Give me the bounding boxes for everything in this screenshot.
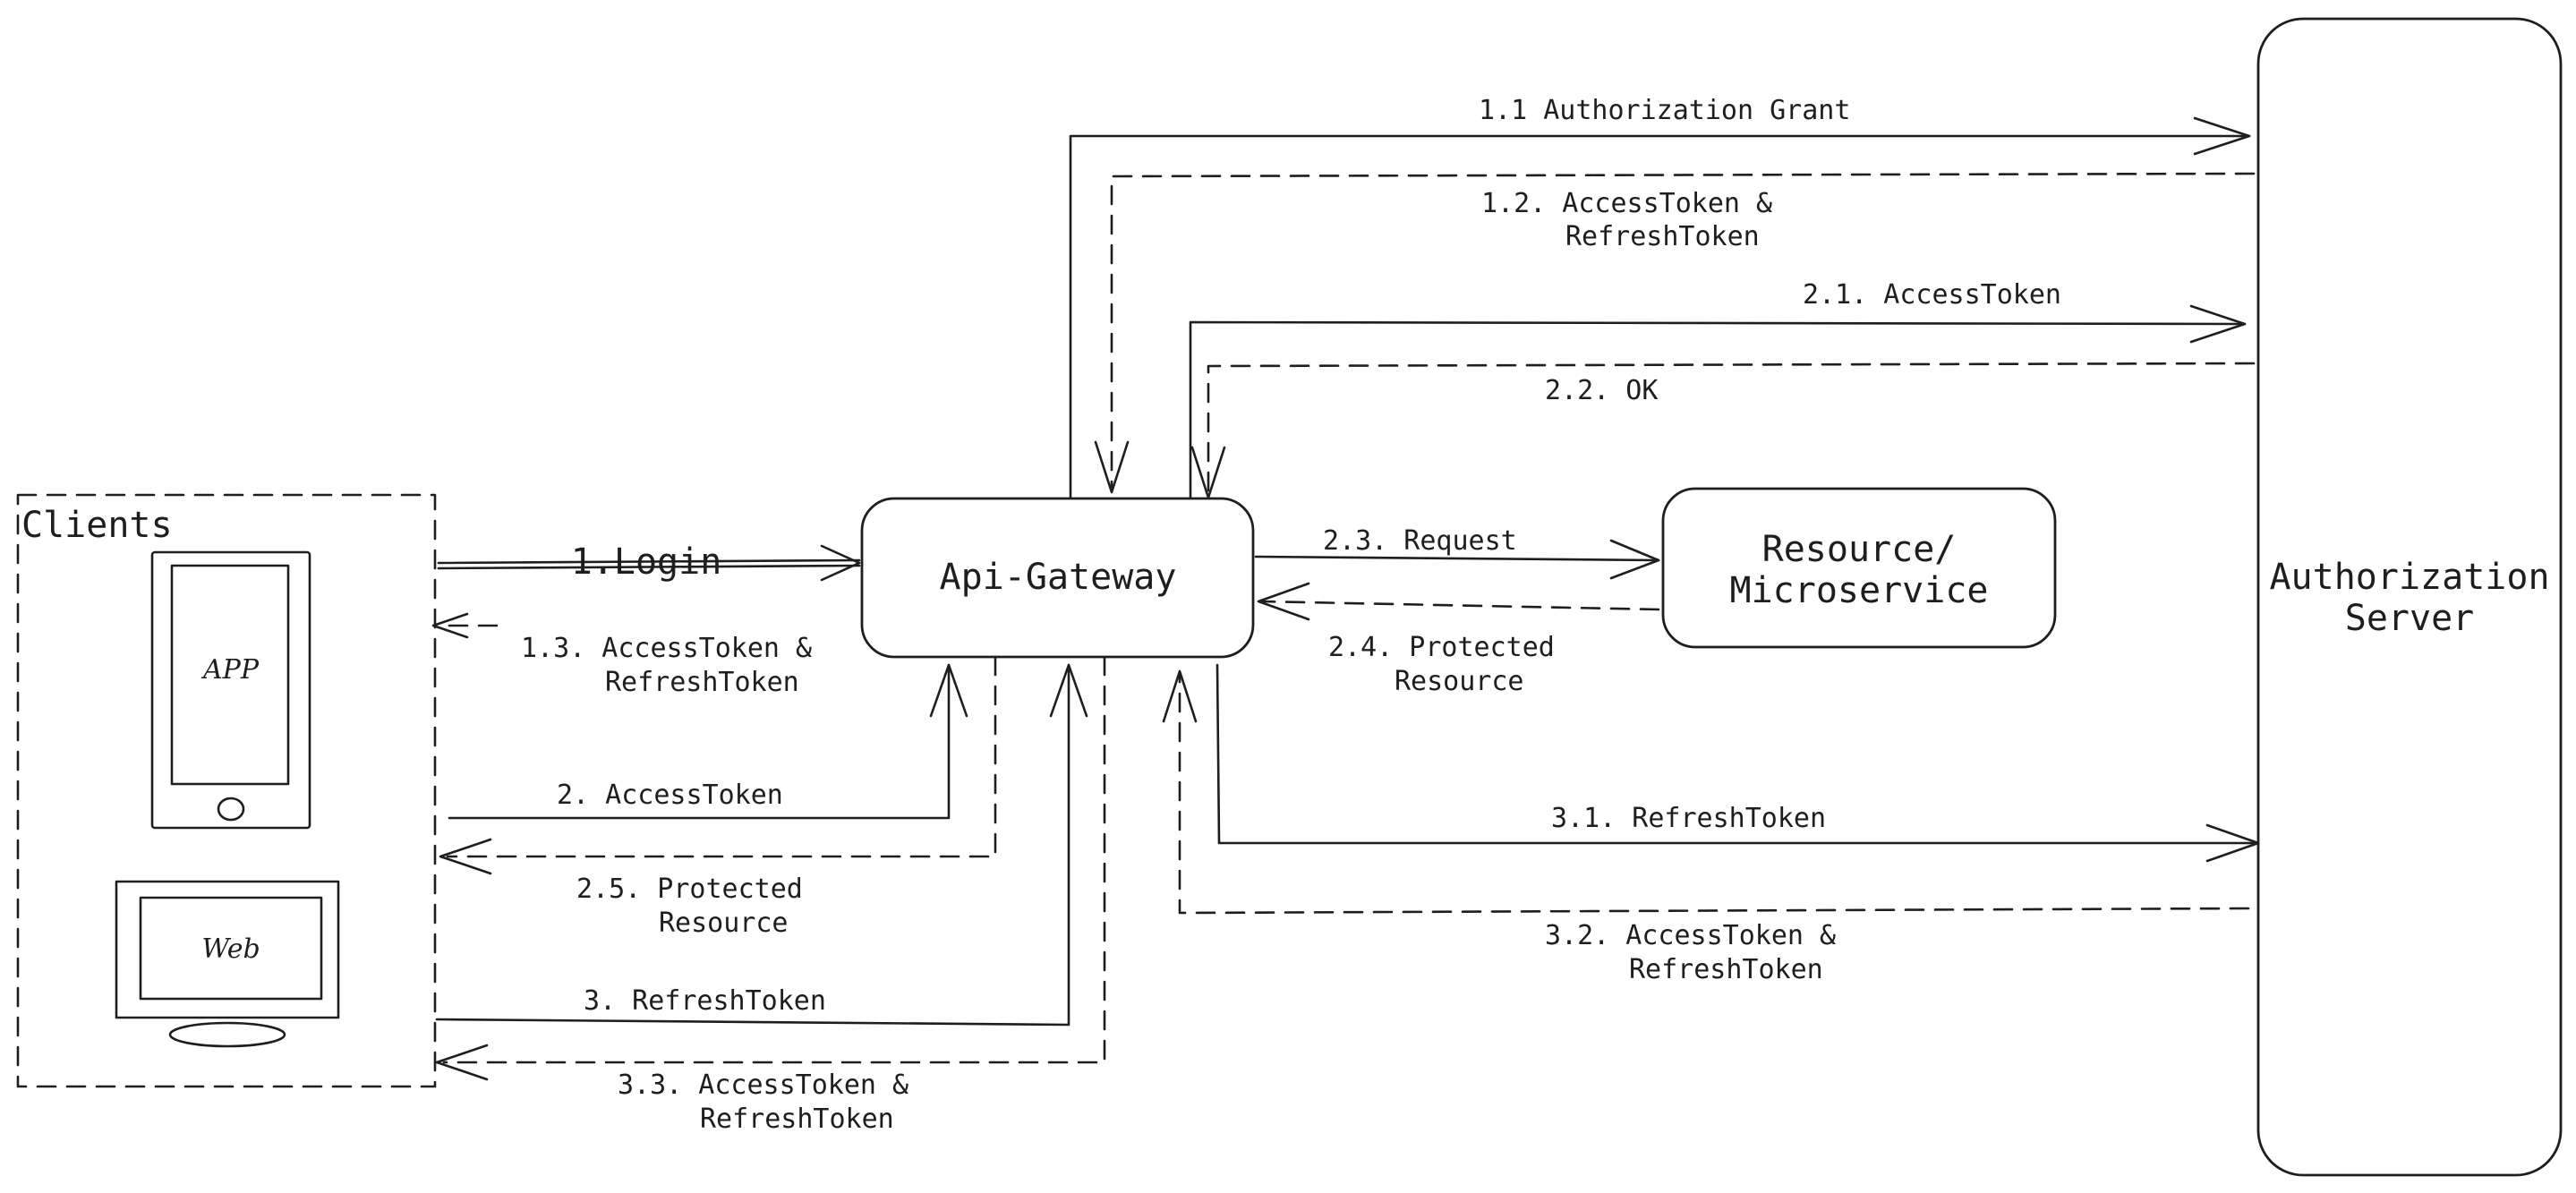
- arrowhead: [1094, 440, 1130, 494]
- flow-3-3-label-1: 3.3. AccessToken &: [618, 1069, 908, 1101]
- flow-1-2-label-1: 1.2. AccessToken &: [1481, 188, 1772, 219]
- arrowhead: [435, 1044, 489, 1081]
- flow-2-5: 2.5. Protected Resource: [439, 655, 997, 939]
- flow-1-login: 1.Login: [437, 541, 861, 583]
- flow-3-1: 3.1. RefreshToken: [1215, 663, 2260, 863]
- auth-label-line2: Server: [2345, 598, 2475, 639]
- flow-3-label: 3. RefreshToken: [584, 985, 826, 1017]
- flow-3-3: 3.3. AccessToken & RefreshToken: [435, 655, 1106, 1135]
- app-label: APP: [200, 654, 260, 686]
- resource-microservice-node[interactable]: Resource/ Microservice: [1661, 487, 2057, 649]
- arrowhead: [2193, 116, 2251, 156]
- flow-2-4: 2.4. Protected Resource: [1257, 582, 1660, 697]
- api-gateway-node[interactable]: Api-Gateway: [860, 497, 1255, 659]
- flow-2-2-label: 2.2. OK: [1545, 375, 1658, 406]
- resource-label-line2: Microservice: [1730, 570, 1989, 611]
- phone-icon: APP: [150, 550, 311, 830]
- arrowhead: [1049, 663, 1088, 718]
- clients-frame: [16, 493, 437, 1088]
- arrowhead: [1190, 446, 1226, 499]
- web-label: Web: [201, 933, 260, 965]
- flow-3-2: 3.2. AccessToken & RefreshToken: [1162, 669, 2250, 985]
- api-gateway-label: Api-Gateway: [940, 557, 1177, 598]
- arrowhead: [2189, 304, 2247, 344]
- arrowhead: [2205, 823, 2260, 863]
- flow-2-1: 2.1. AccessToken: [1189, 279, 2247, 499]
- flow-2-4-label-2: Resource: [1395, 666, 1524, 697]
- resource-label-line1: Resource/: [1762, 529, 1957, 570]
- clients-label: Clients: [21, 505, 173, 546]
- flow-1-login-label: 1.Login: [571, 541, 722, 583]
- flow-2-access-token: 2. AccessToken: [448, 663, 968, 820]
- flow-3-2-label-2: RefreshToken: [1629, 954, 1823, 985]
- arrowhead: [431, 612, 469, 639]
- authorization-server-node[interactable]: Authorization Server: [2256, 17, 2563, 1177]
- flow-3-1-label: 3.1. RefreshToken: [1551, 803, 1826, 834]
- flow-3-refresh-token: 3. RefreshToken: [435, 663, 1088, 1027]
- flow-2-5-label-1: 2.5. Protected: [576, 873, 803, 905]
- flow-1-1-label: 1.1 Authorization Grant: [1479, 95, 1850, 126]
- flow-1-3-label-2: RefreshToken: [605, 667, 799, 698]
- arrowhead: [1257, 582, 1310, 621]
- arrowhead: [1609, 539, 1660, 580]
- arrowhead: [1162, 669, 1198, 723]
- flow-2-4-label-1: 2.4. Protected: [1328, 632, 1555, 663]
- flow-1-2-label-2: RefreshToken: [1565, 221, 1760, 252]
- flow-2-3: 2.3. Request: [1254, 525, 1660, 580]
- monitor-icon: Web: [115, 880, 340, 1048]
- flow-2-1-label: 2.1. AccessToken: [1803, 279, 2061, 311]
- flow-1-2: 1.2. AccessToken & RefreshToken: [1094, 172, 2256, 494]
- auth-label-line1: Authorization: [2269, 557, 2549, 598]
- flow-2-2: 2.2. OK: [1190, 362, 2256, 499]
- arrowhead: [820, 544, 861, 582]
- flow-2-label: 2. AccessToken: [557, 780, 783, 811]
- arrowhead: [439, 838, 492, 875]
- flow-3-3-label-2: RefreshToken: [700, 1104, 894, 1135]
- flow-2-5-label-2: Resource: [659, 908, 789, 939]
- flow-1-3: 1.3. AccessToken & RefreshToken: [431, 612, 812, 698]
- clients-group[interactable]: Clients APP Web: [16, 493, 437, 1088]
- arrowhead: [929, 663, 968, 718]
- flow-2-3-label: 2.3. Request: [1323, 525, 1517, 557]
- flow-1-1: 1.1 Authorization Grant: [1069, 95, 2251, 499]
- flow-1-3-label-1: 1.3. AccessToken &: [521, 633, 812, 664]
- flow-3-2-label-1: 3.2. AccessToken &: [1545, 920, 1836, 951]
